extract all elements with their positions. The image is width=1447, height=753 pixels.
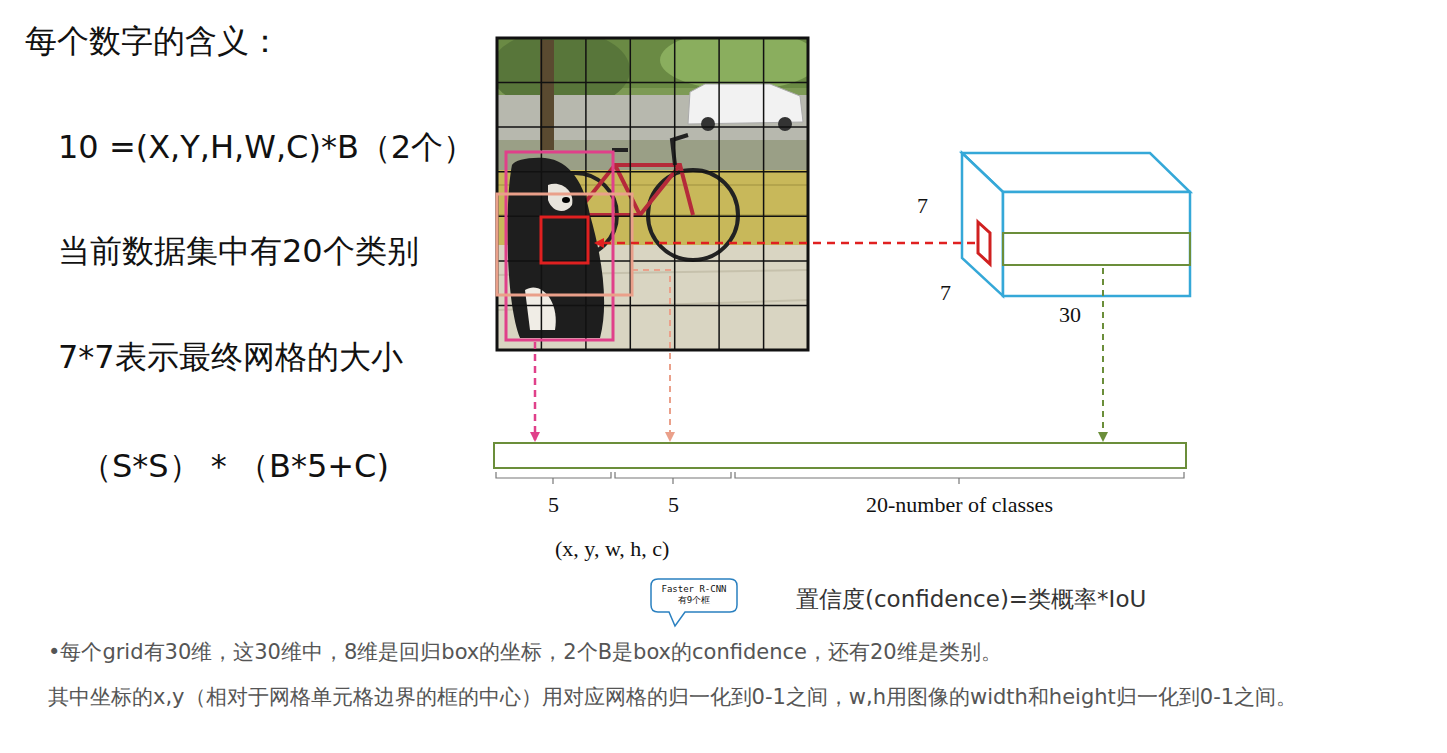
photo [497, 38, 808, 350]
box-peach [497, 194, 632, 295]
grid-lines [718, 38, 720, 350]
box-pink [506, 152, 613, 340]
grid-lines [674, 38, 676, 350]
segment-brackets [496, 472, 1184, 484]
grid-lines [497, 305, 808, 307]
photo [548, 184, 572, 211]
photo [497, 38, 808, 350]
segment-brackets [552, 478, 553, 484]
cell-red [541, 217, 588, 263]
callout-bubble: Faster R-CNN 有9个框 [650, 578, 738, 613]
image-border [497, 38, 808, 350]
photo [612, 135, 688, 165]
formula-line: 10 =(X,Y,H,W,C)*B（2个） [58, 128, 475, 166]
dashed-arrow [1102, 268, 1104, 440]
output-tensor [1003, 192, 1190, 296]
dimension-label: 30 [1059, 302, 1081, 328]
output-tensor [962, 153, 1003, 296]
formula-note: 置信度(confidence)=类概率*IoU [796, 586, 1146, 614]
bubble-outline [651, 579, 737, 626]
grid-lines [497, 260, 808, 262]
grid-cell-vector [1003, 233, 1190, 265]
body-note: 其中坐标的x,y（相对于网格单元格边界的框的中心）用对应网格的归一化到0-1之间… [48, 677, 1438, 718]
dimension-label: 7 [940, 280, 951, 306]
segment-label: 5 [668, 492, 679, 518]
grid-lines [497, 38, 808, 350]
dimension-label: 7 [917, 193, 928, 219]
body-note: •每个grid有30维，这30维中，8维是回归box的坐标，2个B是box的co… [48, 632, 1438, 673]
photo [701, 117, 715, 131]
segment-brackets [496, 472, 611, 478]
cell-marker [978, 222, 990, 264]
vector-bar [494, 443, 1186, 468]
segment-label: 20-number of classes [866, 492, 1053, 518]
segment-brackets [672, 478, 673, 484]
dashed-arrow [632, 270, 670, 440]
grid-lines [763, 38, 765, 350]
dashed-arrow [596, 242, 975, 245]
vector-bar [494, 443, 1186, 468]
callout-text: Faster R-CNN 有9个框 [658, 584, 730, 607]
formula-line: （S*S） * （B*5+C) [80, 447, 389, 485]
segment-brackets [958, 478, 959, 484]
grid-lines [497, 126, 808, 128]
segment-label: (x, y, w, h, c) [555, 536, 669, 562]
photo [778, 117, 792, 131]
slide-title: 每个数字的含义： [25, 22, 281, 60]
dashed-arrow [534, 342, 537, 440]
segment-label: 5 [548, 492, 559, 518]
photo [507, 158, 604, 338]
photo [562, 197, 570, 203]
grid-lines [497, 171, 808, 173]
note-line: 当前数据集中有20个类别 [58, 232, 419, 270]
output-tensor [962, 153, 1190, 296]
note-line: 7*7表示最终网格的大小 [58, 338, 403, 376]
segment-brackets [615, 472, 731, 478]
segment-brackets [735, 472, 1184, 478]
grid-lines [497, 82, 808, 84]
